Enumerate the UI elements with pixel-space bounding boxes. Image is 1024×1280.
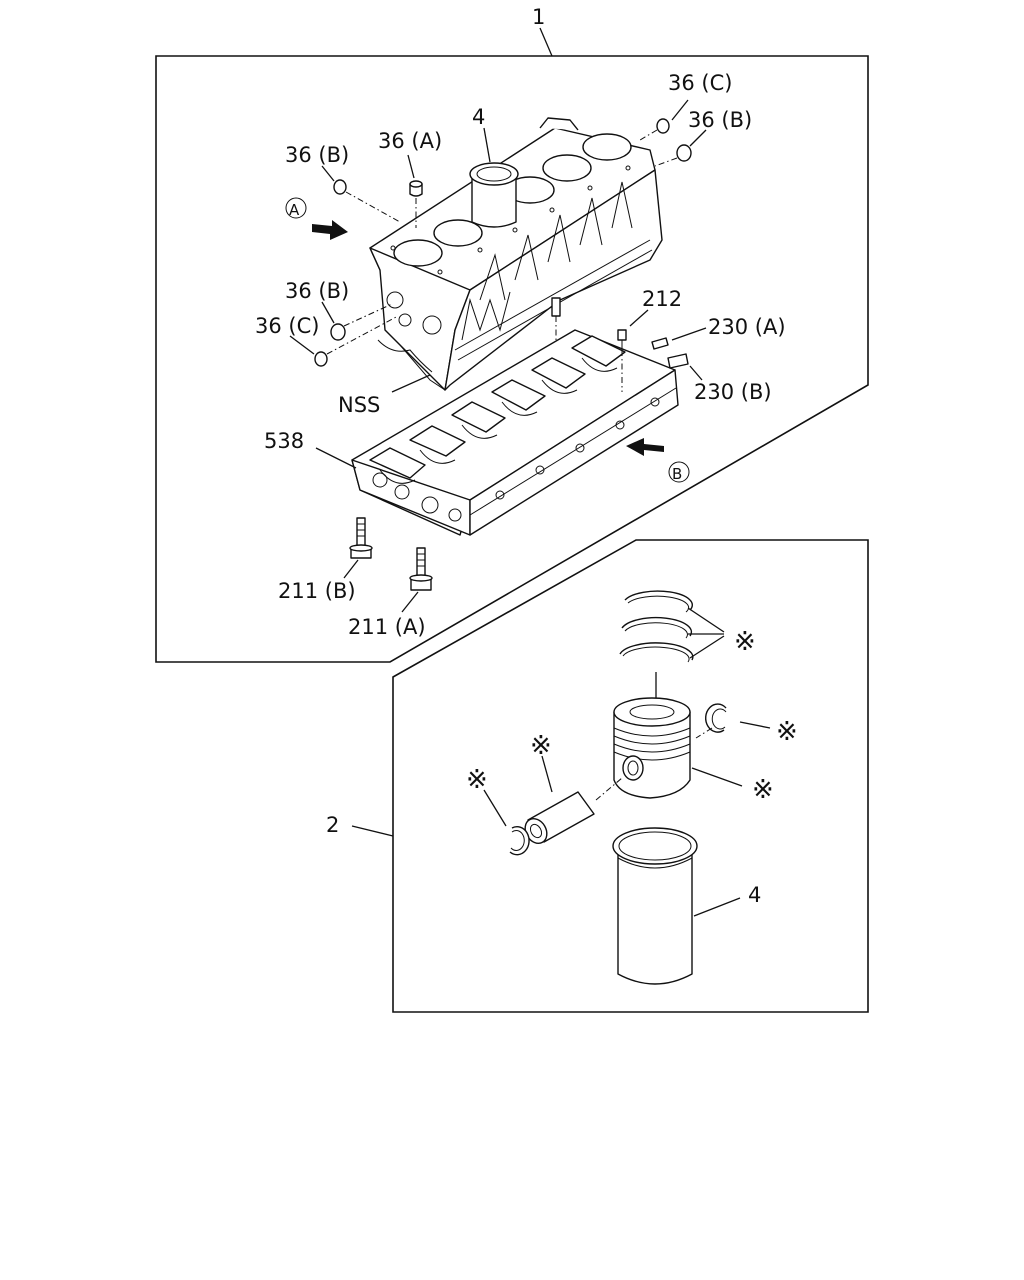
callout-36b-top-left: 36 (B) [285, 143, 349, 167]
piston [613, 697, 691, 799]
leader-211b [343, 559, 359, 579]
plug-36c-side [314, 351, 328, 367]
callout-211a: 211 (A) [348, 615, 426, 639]
plug-36b-side [330, 323, 346, 341]
leader-36b-top-left [321, 165, 335, 182]
leader-36c-side [289, 335, 315, 355]
callout-36b-top-right: 36 (B) [688, 108, 752, 132]
leader-4-bottom [693, 897, 741, 917]
leader-4-top [483, 127, 491, 163]
callout-230a: 230 (A) [708, 315, 786, 339]
callout-36a: 36 (A) [378, 129, 442, 153]
plug-36b-top-left [333, 179, 347, 195]
leader-36b-side [321, 301, 335, 324]
cylinder-liner [612, 827, 698, 985]
callout-538: 538 [264, 429, 304, 453]
cylinder-block [369, 117, 663, 391]
leader-2 [351, 825, 394, 837]
leader-nss [391, 374, 431, 393]
leader-36b-top-right [689, 129, 707, 147]
callout-230b: 230 (B) [694, 380, 772, 404]
callout-36c-side: 36 (C) [255, 314, 319, 338]
piston-rings [619, 590, 694, 663]
plug-230b [667, 353, 689, 369]
assembly-2-frame [392, 539, 869, 1013]
view-b-label: B [672, 465, 682, 483]
leader-1 [539, 27, 553, 57]
plug-230a [651, 337, 669, 350]
kit-marker-rings: ※ [734, 627, 756, 657]
view-b-arrow [626, 438, 664, 456]
leader-snap-ring-left [483, 789, 507, 827]
bolt-211a [409, 547, 433, 591]
leader-211a [401, 591, 419, 613]
callout-nss: NSS [338, 393, 380, 417]
leader-36a [407, 154, 415, 179]
leader-pin [541, 755, 553, 793]
leader-212 [629, 309, 649, 327]
kit-marker-snap-ring-right: ※ [776, 717, 798, 747]
leader-230b [689, 365, 703, 381]
leader-538 [315, 447, 357, 469]
piston-pin [524, 791, 595, 845]
leader-piston [691, 767, 743, 787]
nozzle-212 [617, 329, 627, 392]
kit-marker-pin: ※ [530, 731, 552, 761]
callout-4-top: 4 [472, 105, 485, 129]
plug-36b-top-right [676, 144, 692, 162]
cylinder-liner-installed [469, 162, 519, 228]
view-a-label: A [289, 201, 300, 219]
plug-36c-top [656, 118, 670, 134]
view-a-circle [285, 197, 307, 219]
leader-36c-top [671, 99, 689, 121]
kit-marker-piston: ※ [752, 775, 774, 805]
snap-ring-left [509, 825, 530, 856]
callout-211b: 211 (B) [278, 579, 356, 603]
callout-36c-top: 36 (C) [668, 71, 732, 95]
bolt-211b [349, 517, 373, 559]
view-a-arrow [312, 220, 348, 240]
callout-36b-side: 36 (B) [285, 279, 349, 303]
callout-212: 212 [642, 287, 682, 311]
crankcase-538 [351, 329, 679, 536]
callout-2: 2 [326, 813, 339, 837]
snap-ring-right [704, 703, 727, 733]
callout-4-bottom: 4 [748, 883, 761, 907]
leader-230a [671, 327, 707, 341]
kit-marker-snap-ring-left: ※ [466, 765, 488, 795]
assembly-1-frame [155, 55, 869, 663]
callout-1: 1 [532, 5, 545, 29]
view-b-circle [668, 461, 690, 483]
